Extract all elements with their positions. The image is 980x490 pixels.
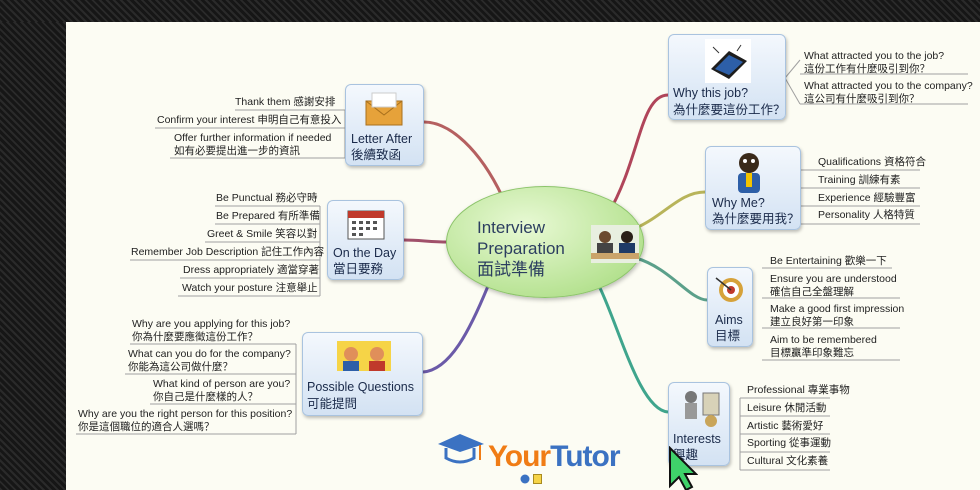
aims-title-zh: 目標 bbox=[715, 329, 741, 343]
leaf-cultural: Cultural 文化素養 bbox=[747, 455, 829, 467]
link-why-me bbox=[635, 190, 706, 230]
interests-title-en: Interests bbox=[673, 432, 721, 446]
leaf-q-right-person-en: Why are you the right person for this po… bbox=[78, 408, 293, 420]
leaf-thank-them: Thank them 感謝安排 bbox=[235, 96, 336, 108]
why-job-title-en: Why this job? bbox=[673, 86, 749, 100]
leaf-sporting: Sporting 從事運動 bbox=[747, 437, 832, 449]
leaf-q-why-applying-zh: 你為什麼要應徵這份工作？ bbox=[132, 331, 258, 343]
why-me-title-zh: 為什麼要用我？ bbox=[712, 212, 800, 226]
leaf-offer-info-en: Offer further information if needed bbox=[174, 132, 332, 144]
leaf-leisure: Leisure 休閒活動 bbox=[747, 402, 827, 414]
center-line-2: Preparation bbox=[477, 239, 565, 258]
leaf-first-impression-zh: 建立良好第一印象 bbox=[770, 316, 854, 328]
leaf-attracted-job-zh: 這份工作有什麼吸引到你？ bbox=[804, 63, 930, 75]
leaf-q-why-applying-en: Why are you applying for this job? bbox=[132, 318, 291, 330]
leaf-posture: Watch your posture 注意舉止 bbox=[182, 282, 318, 294]
top-border bbox=[0, 0, 980, 22]
center-line-1: Interview bbox=[477, 218, 546, 237]
letter-title-en: Letter After bbox=[351, 132, 413, 146]
leaf-q-kind-person-en: What kind of person are you? bbox=[153, 378, 291, 390]
yourtutor-logo-icon bbox=[438, 434, 484, 464]
questions-title-zh: 可能提問 bbox=[307, 397, 358, 411]
aims-title-en: Aims bbox=[715, 313, 743, 327]
left-border bbox=[0, 22, 66, 490]
leaf-dress: Dress appropriately 適當穿著 bbox=[183, 264, 319, 276]
conversation-icon bbox=[337, 341, 391, 371]
leaf-attracted-company-en: What attracted you to the company? bbox=[804, 80, 973, 92]
leaf-professional: Professional 專業事物 bbox=[747, 384, 850, 396]
leaf-personality: Personality 人格特質 bbox=[818, 209, 915, 221]
link-aims bbox=[635, 256, 708, 302]
yourtutor-logo: YourTutor bbox=[488, 440, 621, 474]
man-icon bbox=[738, 153, 760, 193]
leaf-be-entertaining: Be Entertaining 歡樂一下 bbox=[770, 255, 887, 267]
leaf-first-impression-en: Make a good first impression bbox=[770, 303, 905, 315]
target-icon bbox=[715, 277, 743, 302]
leaf-attracted-job-en: What attracted you to the job? bbox=[804, 50, 945, 62]
letter-title-zh: 後續致函 bbox=[351, 148, 402, 162]
leaf-offer-info-zh: 如有必要提出進一步的資訊 bbox=[174, 145, 300, 157]
leaf-qualifications: Qualifications 資格符合 bbox=[818, 156, 926, 168]
leaf-experience: Experience 經驗豐富 bbox=[818, 192, 916, 204]
hobbies-icon bbox=[685, 391, 720, 427]
logo-your: Your bbox=[488, 440, 551, 473]
questions-title-en: Possible Questions bbox=[307, 380, 415, 394]
link-questions bbox=[422, 285, 490, 374]
leaf-ensure-understood-en: Ensure you are understood bbox=[770, 273, 897, 285]
link-why-job bbox=[606, 93, 669, 215]
leaf-q-right-person-zh: 你是這個職位的適合人選嗎？ bbox=[78, 421, 215, 433]
link-on-day bbox=[403, 238, 449, 244]
node-why-this-job[interactable]: Why this job? 為什麼要這份工作？ bbox=[668, 34, 786, 120]
calendar-icon bbox=[347, 210, 385, 240]
leaf-be-prepared: Be Prepared 有所準備 bbox=[216, 210, 320, 222]
node-letter-after[interactable]: Letter After 後續致函 bbox=[345, 84, 424, 166]
node-on-the-day[interactable]: On the Day 當日要務 bbox=[327, 200, 404, 280]
why-me-title-en: Why Me? bbox=[712, 196, 765, 210]
leaf-confirm-interest: Confirm your interest 申明自己有意投入 bbox=[157, 114, 342, 126]
leaf-be-punctual: Be Punctual 務必守時 bbox=[216, 192, 318, 204]
leaf-remembered-en: Aim to be remembered bbox=[770, 334, 877, 346]
on-day-title-zh: 當日要務 bbox=[333, 262, 384, 276]
envelope-icon bbox=[365, 92, 403, 126]
why-job-title-zh: 為什麼要這份工作？ bbox=[673, 103, 786, 117]
leaf-artistic: Artistic 藝術愛好 bbox=[747, 420, 824, 432]
book-icon bbox=[705, 39, 751, 83]
on-day-title-en: On the Day bbox=[333, 246, 397, 260]
interview-people-icon bbox=[591, 225, 639, 263]
leaf-training: Training 訓練有素 bbox=[818, 174, 901, 186]
node-why-me[interactable]: Why Me? 為什麼要用我？ bbox=[705, 146, 801, 230]
leaf-remembered-zh: 目標贏準印象難忘 bbox=[770, 347, 854, 359]
link-interests bbox=[598, 287, 669, 414]
leaf-remember-job: Remember Job Description 記住工作內容 bbox=[131, 246, 325, 258]
leaf-attracted-company-zh: 這公司有什麼吸引到你？ bbox=[804, 93, 920, 105]
leaf-q-kind-person-zh: 你自己是什麼樣的人？ bbox=[153, 391, 258, 403]
node-possible-questions[interactable]: Possible Questions 可能提問 bbox=[302, 332, 423, 416]
logo-tutor: Tutor bbox=[550, 440, 620, 473]
leaf-greet-smile: Greet & Smile 笑容以對 bbox=[207, 228, 318, 240]
mouse-cursor-icon bbox=[669, 446, 698, 490]
link-letter bbox=[423, 120, 504, 197]
leaf-ensure-understood-zh: 確信自己全盤理解 bbox=[770, 286, 854, 298]
center-line-3: 面試準備 bbox=[477, 260, 545, 279]
leaf-q-what-can-do-zh: 你能為這公司做什麼？ bbox=[128, 361, 233, 373]
leaf-q-what-can-do-en: What can you do for the company? bbox=[128, 348, 291, 360]
node-aims[interactable]: Aims 目標 bbox=[707, 267, 753, 347]
globe-icon bbox=[520, 474, 530, 484]
node-interests[interactable]: Interests 興趣 bbox=[668, 382, 730, 466]
central-topic[interactable]: Interview Preparation 面試準備 bbox=[446, 186, 644, 298]
note-icon bbox=[533, 474, 542, 484]
